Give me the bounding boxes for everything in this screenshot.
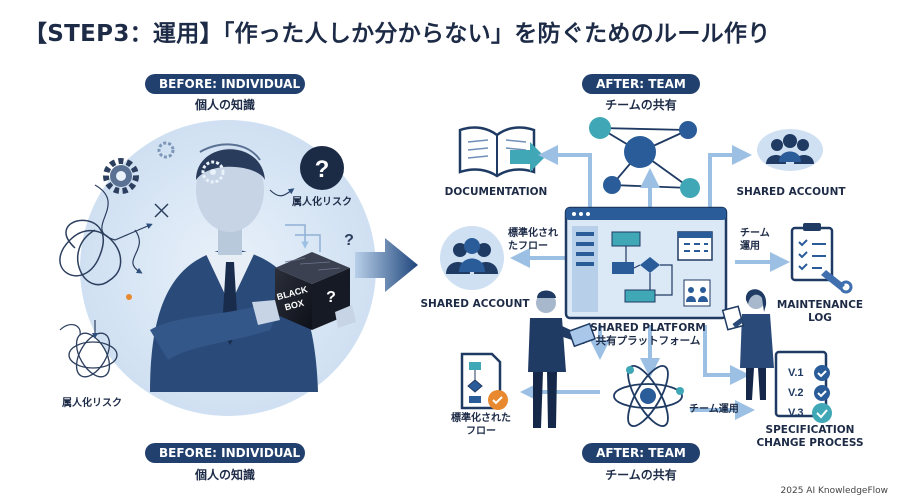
- before-badge-top: BEFORE: INDIVIDUAL: [145, 74, 305, 94]
- arrow-platform-to-account: [708, 145, 752, 210]
- team-operation-label-2: チーム運用: [689, 404, 739, 415]
- confused-arrow: [132, 229, 143, 274]
- shared-platform-label: SHARED PLATFORM 共有プラットフォーム: [578, 322, 718, 347]
- std-flow-2-line2: フロー: [466, 425, 496, 437]
- arrow-platform-to-doc: [538, 145, 592, 210]
- black-box-question-mark: ?: [326, 289, 336, 306]
- maintenance-line1: MAINTENANCE: [776, 299, 864, 311]
- maintenance-line2: LOG: [808, 311, 832, 324]
- std-flow-1-line2: たフロー: [508, 240, 548, 252]
- tangled-lines: [59, 219, 122, 286]
- before-sub-top: 個人の知識: [194, 98, 255, 112]
- question-circle-icon: [300, 146, 344, 190]
- shared-platform-window: [564, 206, 728, 320]
- version-label-2: V.2: [788, 387, 804, 399]
- shared-account-group-icon-top: [757, 129, 823, 171]
- spec-change-label: SPECIFICATION CHANGE PROCESS: [755, 424, 865, 449]
- footer-credit: 2025 AI KnowledgeFlow: [780, 486, 888, 496]
- shared-account-label-left: SHARED ACCOUNT: [420, 298, 530, 310]
- version-label-3: V.3: [788, 407, 804, 419]
- standardized-flow-document-icon: [460, 352, 508, 410]
- specification-version-document-icon: [774, 350, 832, 423]
- standardized-flow-label-1: 標準化され たフロー: [508, 228, 558, 253]
- arrow-to-spec: [703, 325, 750, 385]
- network-hub-icon: [589, 117, 700, 198]
- team-ops-1-line2: 運用: [740, 240, 760, 252]
- risk-label-top: 属人化リスク: [292, 197, 352, 208]
- team-operation-label-1: チーム 運用: [740, 228, 770, 253]
- platform-line2: 共有プラットフォーム: [595, 334, 701, 347]
- tangled-lines-2: [94, 184, 153, 241]
- version-label-1: V.1: [788, 367, 804, 379]
- orange-dot: [126, 294, 132, 300]
- team-ops-1-line1: チーム: [740, 228, 770, 239]
- spec-line1: SPECIFICATION: [765, 424, 855, 436]
- small-gear-icon: [157, 141, 175, 159]
- after-badge-top: AFTER: TEAM: [582, 74, 700, 94]
- tangled-knot-icon: [68, 332, 118, 378]
- atom-network-icon: [613, 365, 684, 427]
- person-with-tablet: [528, 290, 597, 428]
- after-sub-top: チームの共有: [605, 98, 677, 112]
- risk-label-bottom: 属人化リスク: [62, 398, 122, 409]
- std-flow-1-line1: 標準化され: [508, 228, 558, 239]
- std-flow-2-line1: 標準化された: [451, 413, 511, 424]
- maintenance-clipboard-icon: [790, 223, 853, 294]
- question-mark-big: ?: [315, 156, 330, 183]
- documentation-book-icon: [458, 126, 545, 178]
- platform-line1: SHARED PLATFORM: [590, 322, 706, 334]
- maintenance-log-label: MAINTENANCE LOG: [770, 299, 870, 324]
- page-title: 【STEP3：運用】「作った人しか分からない」を防ぐためのルール作り: [24, 21, 771, 47]
- before-sub-bottom: 個人の知識: [194, 468, 255, 482]
- spec-line2: CHANGE PROCESS: [756, 436, 864, 449]
- shared-account-label-top: SHARED ACCOUNT: [736, 186, 846, 198]
- after-badge-bottom: AFTER: TEAM: [582, 443, 700, 463]
- gear-icon: [103, 158, 139, 194]
- transition-arrow: [355, 238, 418, 292]
- standardized-flow-label-2: 標準化された フロー: [446, 413, 516, 438]
- after-sub-bottom: チームの共有: [605, 468, 677, 482]
- person-woman-with-clipboard: [721, 289, 774, 400]
- documentation-label: DOCUMENTATION: [444, 186, 548, 198]
- before-badge-bottom: BEFORE: INDIVIDUAL: [145, 443, 305, 463]
- cross-mark: [154, 203, 169, 218]
- black-box-label-2: BOX: [284, 298, 305, 313]
- shared-account-group-icon-left: [440, 226, 504, 290]
- question-mark-small: ?: [344, 232, 354, 249]
